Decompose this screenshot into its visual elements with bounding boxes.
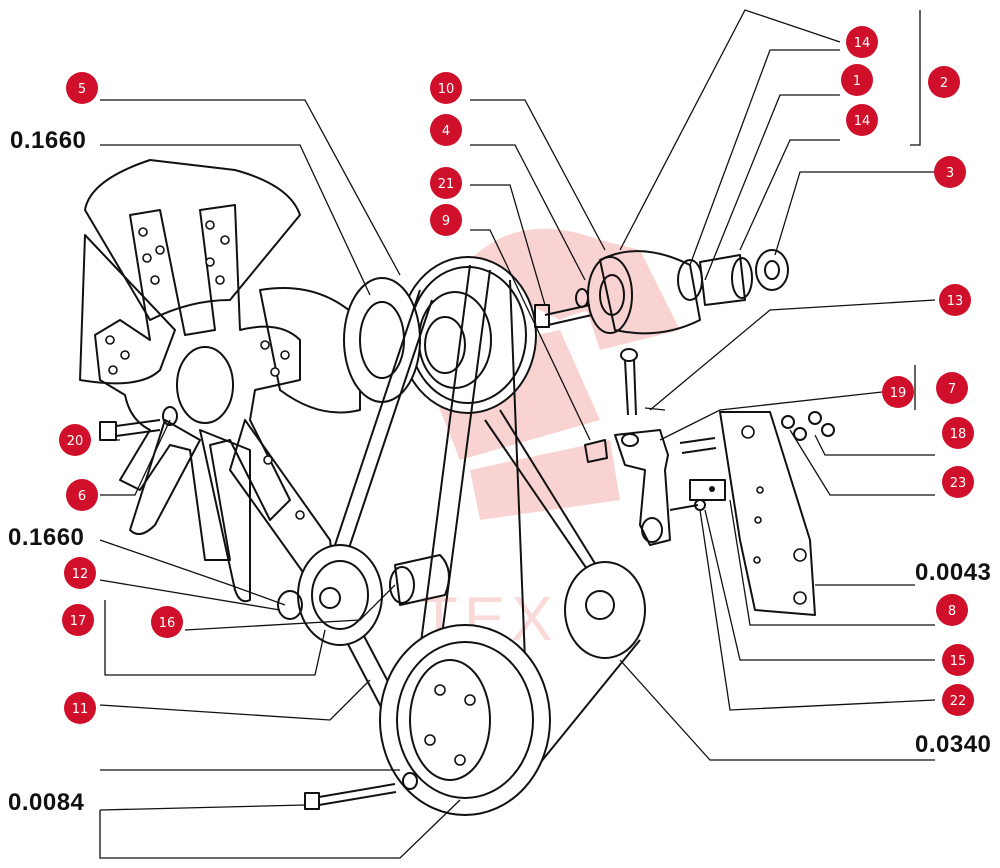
callout-6-label: 6 [78,489,86,504]
callout-2-label: 2 [940,76,948,91]
lower-bolt [304,772,418,810]
callout-17-label: 17 [70,614,87,629]
callout-15-label: 15 [950,654,967,669]
ref-bottom-left: 0.0084 [8,789,85,816]
callout-4-label: 4 [442,124,450,139]
ref-top-left: 0.1660 [10,127,86,154]
callout-22-label: 22 [950,694,967,709]
callout-5[interactable]: 5 [66,72,98,104]
callout-23[interactable]: 23 [942,466,974,498]
callout-21[interactable]: 21 [430,167,462,199]
callout-20[interactable]: 20 [59,424,91,456]
callout-23-label: 23 [950,476,967,491]
callout-6[interactable]: 6 [66,479,98,511]
belts-and-pulleys [277,256,646,816]
tensioner-parts [534,249,835,616]
spider-holes [105,220,305,520]
callout-16-label: 16 [159,616,176,631]
callout-2[interactable]: 2 [928,66,960,98]
callout-18[interactable]: 18 [942,417,974,449]
callout-10-label: 10 [438,82,455,97]
fan-assembly [79,159,361,603]
callout-15[interactable]: 15 [942,644,974,676]
callout-9-label: 9 [442,214,450,229]
callout-3-label: 3 [946,166,954,181]
callout-14-top-label: 14 [854,36,871,51]
callout-4[interactable]: 4 [430,114,462,146]
callout-21-label: 21 [438,177,455,192]
callout-13-label: 13 [947,294,964,309]
callout-10[interactable]: 10 [430,72,462,104]
callout-19-label: 19 [890,386,907,401]
callout-22[interactable]: 22 [942,684,974,716]
callout-13[interactable]: 13 [939,284,971,316]
callout-11[interactable]: 11 [64,692,96,724]
callout-8-label: 8 [948,604,956,619]
callout-markers: 5 10 4 21 9 14 1 14 2 3 13 19 7 18 23 8 … [59,26,974,724]
callout-3[interactable]: 3 [934,156,966,188]
ref-mid-left: 0.1660 [8,524,84,551]
callout-17[interactable]: 17 [62,604,94,636]
callout-14-lower[interactable]: 14 [846,104,878,136]
ref-right-upper: 0.0043 [915,559,991,586]
callout-16[interactable]: 16 [151,606,183,638]
callout-11-label: 11 [72,702,89,717]
callout-1-label: 1 [853,74,861,89]
callout-1[interactable]: 1 [841,64,873,96]
callout-8[interactable]: 8 [936,594,968,626]
callout-18-label: 18 [950,427,967,442]
callout-20-label: 20 [67,434,84,449]
callout-14-lower-label: 14 [854,114,871,129]
callout-19[interactable]: 19 [882,376,914,408]
callout-12[interactable]: 12 [64,557,96,589]
ref-right-lower: 0.0340 [915,731,991,758]
leader-lines [99,9,936,859]
callout-9[interactable]: 9 [430,204,462,236]
callout-7[interactable]: 7 [936,372,968,404]
callout-7-label: 7 [948,382,956,397]
callout-12-label: 12 [72,567,89,582]
callout-5-label: 5 [78,82,86,97]
fan-bolt [99,406,178,441]
callout-14-top[interactable]: 14 [846,26,878,58]
